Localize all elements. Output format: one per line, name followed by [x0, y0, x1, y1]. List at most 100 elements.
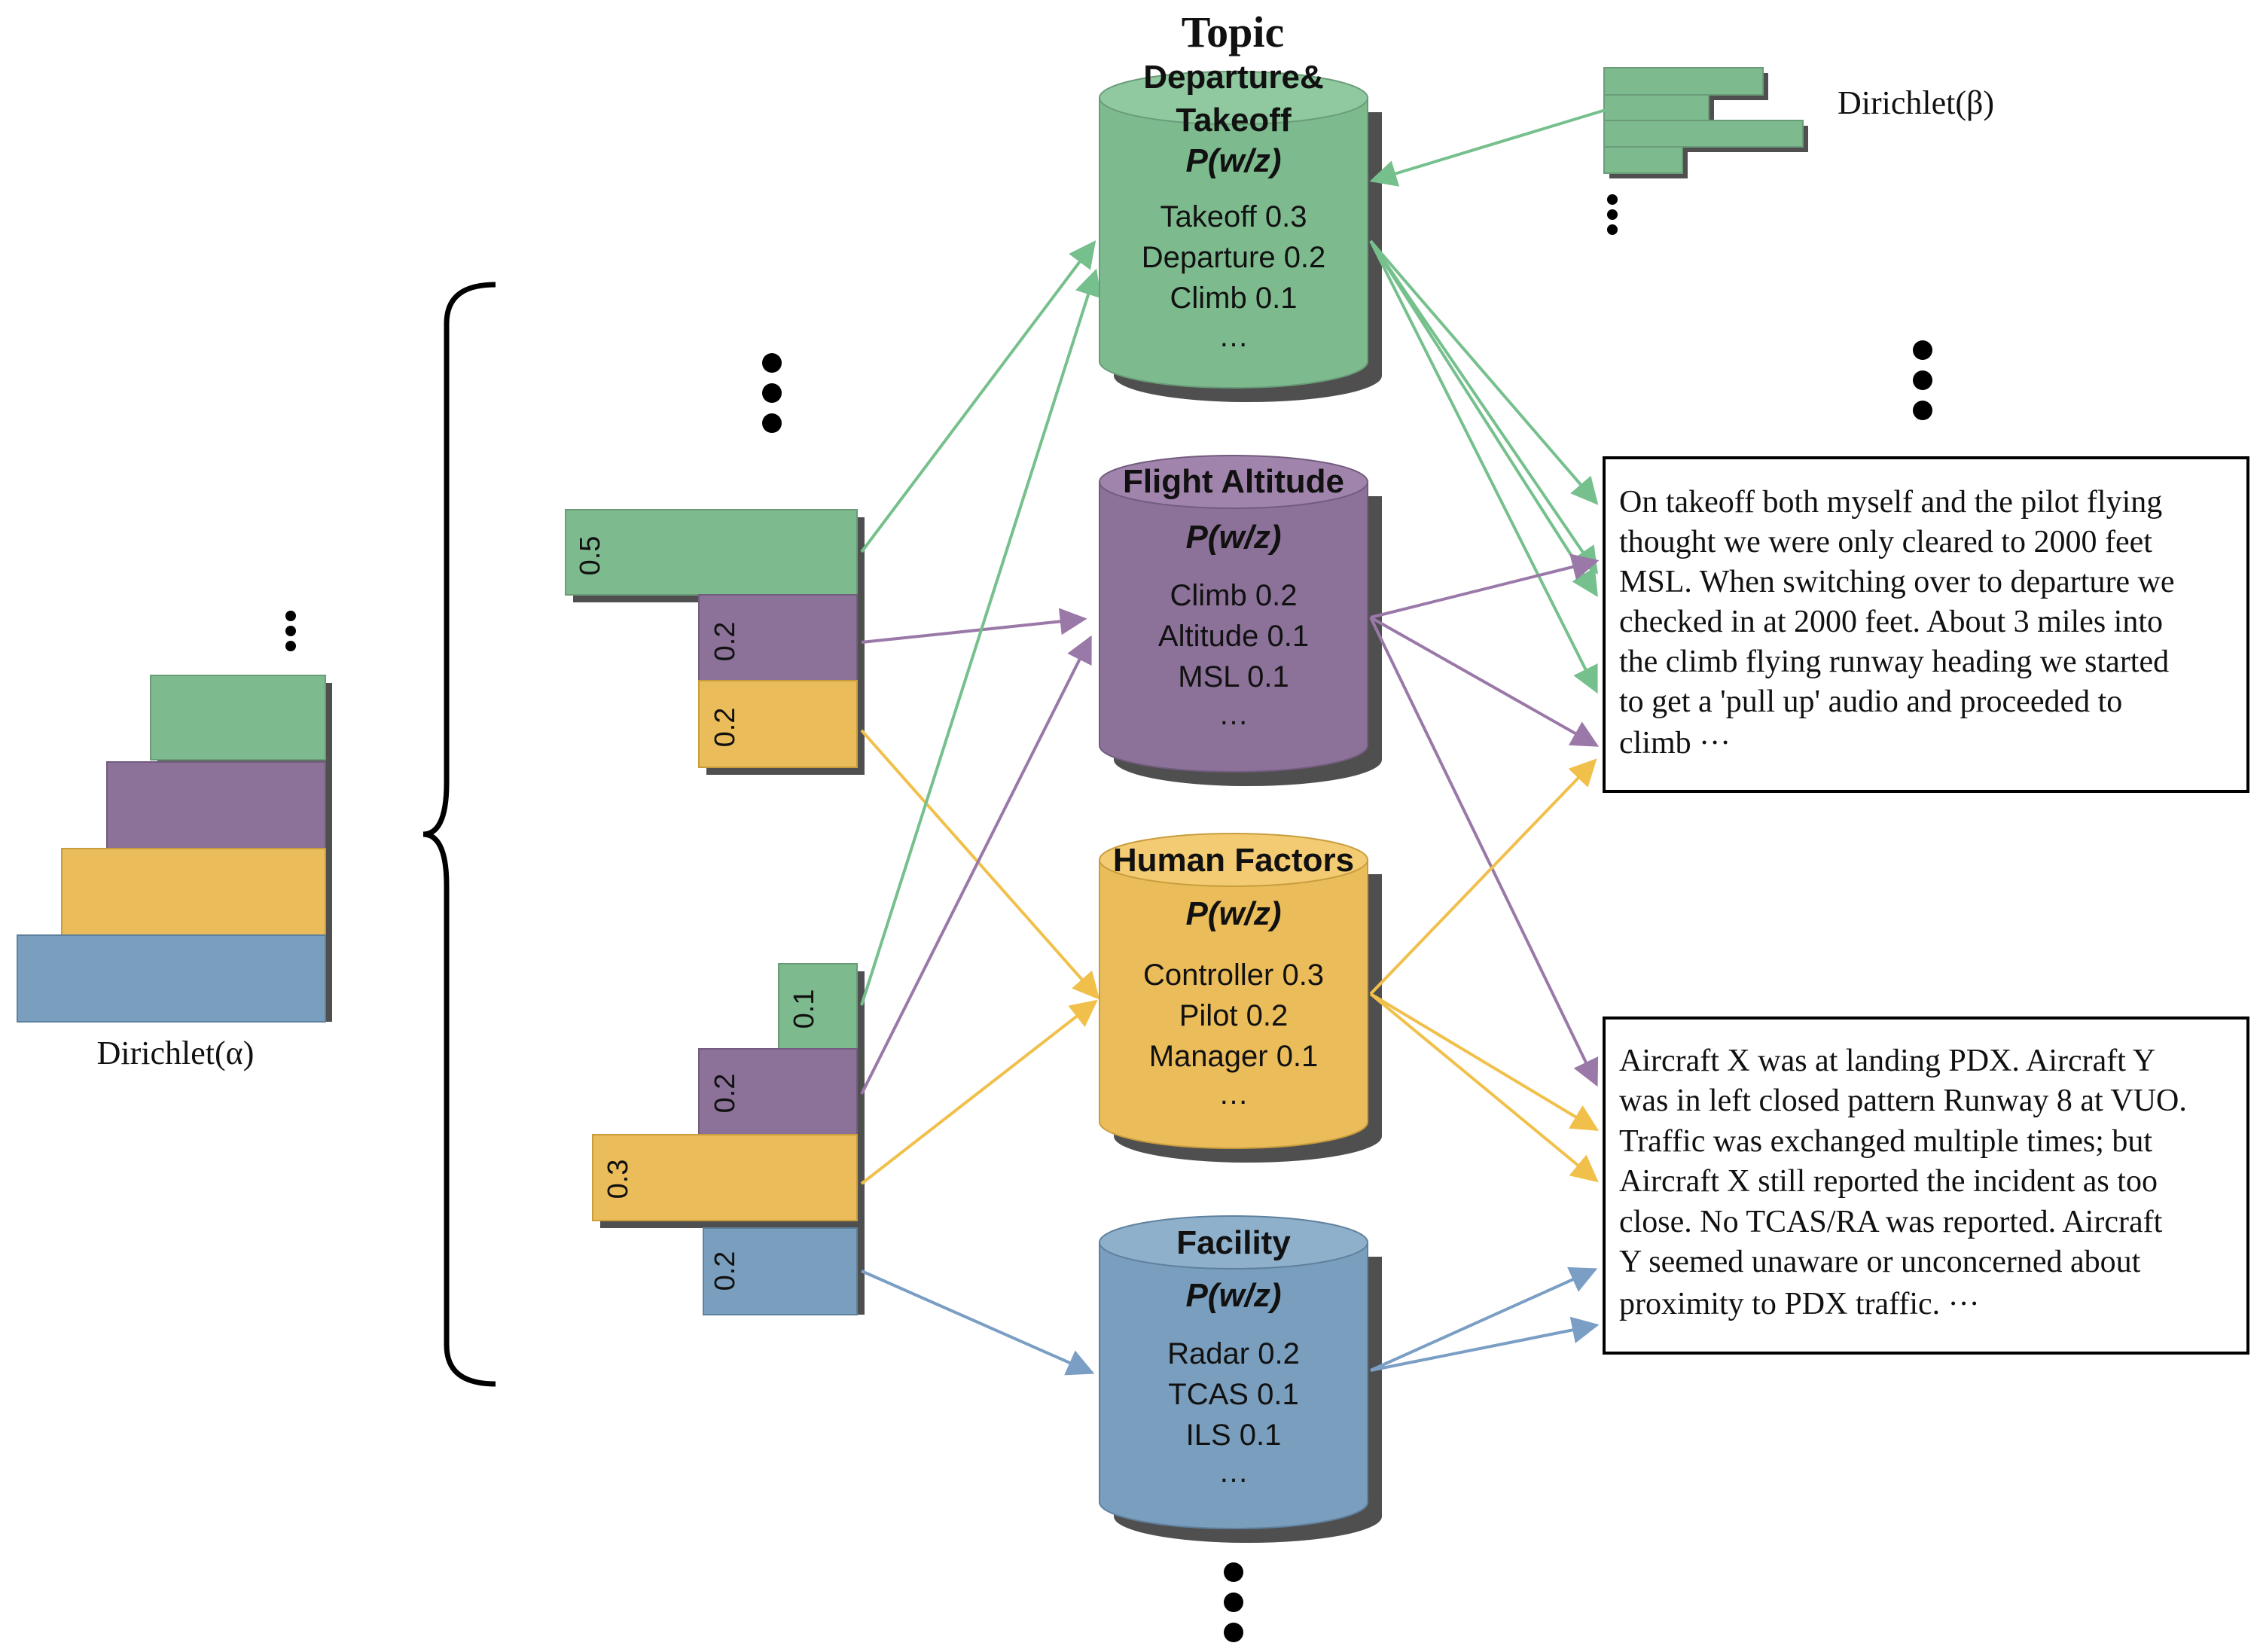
doc-topic-distribution-2: 0.1 0.2 0.3 0.2 [592, 963, 865, 1315]
alpha-ellipsis [285, 611, 296, 651]
doc2-line-2: was in left closed pattern Runway 8 at V… [1619, 1084, 2187, 1118]
arrow-purple-doc1-a [1370, 553, 1600, 619]
arrow-doc2-yellow [860, 999, 1098, 1185]
topic-green-word-3: Climb 0.1 [1170, 282, 1298, 315]
arrow-green-doc-c [1369, 239, 1598, 598]
document-box-1: On takeoff both myself and the pilot fly… [1603, 456, 2249, 793]
topic-cylinder-blue: Facility P(w/z) Radar 0.2 TCAS 0.1 ILS 0… [1099, 1215, 1382, 1543]
doc2-bar-green-value: 0.1 [788, 989, 820, 1029]
doc2-bar-purple [698, 1048, 858, 1135]
doc2-line-1: Aircraft X was at landing PDX. Aircraft … [1619, 1044, 2155, 1078]
arrow-yellow-doc1 [1369, 758, 1597, 995]
beta-bar-1 [1603, 67, 1764, 96]
topic-yellow-word-3: Manager 0.1 [1149, 1040, 1319, 1073]
dirichlet-alpha-label: Dirichlet(α) [97, 1035, 255, 1071]
doc1-line-3: MSL. When switching over to departure we [1619, 565, 2175, 599]
topic-green-pwz: P(w/z) [1185, 142, 1281, 179]
doc2-bar-purple-value: 0.2 [709, 1074, 741, 1114]
topics-ellipsis [1224, 1562, 1243, 1642]
topic-cylinder-yellow: Human Factors P(w/z) Controller 0.3 Pilo… [1099, 833, 1382, 1163]
doc2-bar-yellow-value: 0.3 [602, 1160, 634, 1199]
topic-purple-word-1: Climb 0.2 [1170, 579, 1298, 612]
topic-green-word-1: Takeoff 0.3 [1160, 200, 1307, 233]
topic-yellow-pwz: P(w/z) [1185, 895, 1281, 932]
dirichlet-alpha-bars [17, 675, 332, 1023]
doc1-bar-green [565, 509, 858, 596]
topic-cylinder-purple: Flight Altitude P(w/z) Climb 0.2 Altitud… [1099, 455, 1382, 786]
topic-yellow-word-2: Pilot 0.2 [1179, 999, 1289, 1032]
beta-ellipsis [1607, 194, 1618, 235]
doc2-line-3: Traffic was exchanged multiple times; bu… [1619, 1124, 2152, 1159]
curly-brace [422, 282, 496, 1387]
alpha-bar-blue [17, 934, 326, 1023]
arrow-purple-doc2 [1369, 617, 1599, 1087]
arrow-green-doc-d [1369, 240, 1598, 694]
dirichlet-beta-bars [1603, 67, 1808, 178]
topic-purple-title: Flight Altitude [1123, 463, 1344, 500]
doc1-bar-green-value: 0.5 [575, 536, 606, 576]
doc2-bar-yellow [592, 1134, 858, 1221]
doc1-bar-yellow [698, 680, 858, 768]
beta-bar-4 [1603, 146, 1683, 174]
topic-header: Topic [1182, 8, 1284, 56]
doc1-line-2: thought we were only cleared to 2000 fee… [1619, 525, 2152, 559]
topic-green-title-2: Takeoff [1176, 102, 1292, 139]
topic-purple-pwz: P(w/z) [1185, 519, 1281, 556]
topic-blue-title: Facility [1176, 1224, 1291, 1261]
topic-cylinder-green: Departure& Takeoff P(w/z) Takeoff 0.3 De… [1099, 59, 1382, 402]
arrow-doc1-green [860, 240, 1096, 553]
topic-green-word-2: Departure 0.2 [1142, 241, 1326, 274]
topic-blue-word-2: TCAS 0.1 [1168, 1378, 1298, 1411]
arrow-doc2-purple [860, 635, 1092, 1095]
topic-blue-word-3: ILS 0.1 [1186, 1419, 1282, 1452]
arrow-green-doc-b [1369, 239, 1599, 575]
doc1-line-4: checked in at 2000 feet. About 3 miles i… [1619, 605, 2163, 639]
doc1-line-6: to get a 'pull up' audio and proceeded t… [1619, 684, 2122, 719]
doc2-bar-blue-value: 0.2 [709, 1251, 741, 1291]
dirichlet-beta-label: Dirichlet(β) [1838, 84, 1994, 121]
topic-yellow-word-4: … [1218, 1077, 1249, 1111]
doc2-line-7: proximity to PDX traffic. ··· [1619, 1287, 1980, 1321]
doc2-bar-green [778, 963, 858, 1050]
topic-green-title-1: Departure& [1143, 59, 1324, 96]
topic-blue-pwz: P(w/z) [1185, 1277, 1281, 1314]
arrow-doc1-yellow [860, 729, 1100, 1000]
arrow-green-doc-a [1369, 239, 1599, 505]
topic-yellow-word-1: Controller 0.3 [1143, 959, 1324, 992]
alpha-bar-green [150, 675, 326, 760]
doc1-bar-purple-value: 0.2 [709, 622, 741, 662]
doc-to-topic-arrows [860, 240, 1102, 1376]
alpha-bar-purple [106, 761, 326, 849]
arrow-doc1-purple [861, 608, 1087, 644]
arrow-blue-doc2-a [1370, 1266, 1598, 1372]
doc2-line-4: Aircraft X still reported the incident a… [1619, 1164, 2158, 1199]
document-box-2: Aircraft X was at landing PDX. Aircraft … [1603, 1016, 2249, 1355]
topic-to-document-arrows [1369, 239, 1600, 1372]
topic-blue-word-1: Radar 0.2 [1167, 1337, 1300, 1370]
doc2-line-6: Y seemed unaware or unconcerned about [1619, 1245, 2141, 1279]
arrow-yellow-doc2-a [1369, 992, 1600, 1131]
arrow-doc2-blue [861, 1269, 1095, 1376]
doc1-bar-purple [698, 594, 858, 681]
alpha-bar-yellow [61, 848, 326, 936]
topic-green-word-4: … [1218, 320, 1249, 353]
topic-purple-word-3: MSL 0.1 [1178, 660, 1289, 693]
doc1-bar-yellow-value: 0.2 [709, 708, 741, 748]
doc1-line-1: On takeoff both myself and the pilot fly… [1619, 485, 2162, 520]
doc2-line-5: close. No TCAS/RA was reported. Aircraft [1619, 1205, 2163, 1239]
doc-topic-distribution-1: 0.5 0.2 0.2 [565, 509, 865, 775]
arrow-blue-doc2-b [1370, 1316, 1600, 1372]
topic-purple-word-2: Altitude 0.1 [1158, 620, 1309, 653]
topic-blue-word-4: … [1218, 1455, 1249, 1489]
arrow-doc2-green [860, 268, 1102, 1006]
beta-bar-3 [1603, 120, 1804, 148]
doc1-line-5: the climb flying runway heading we start… [1619, 645, 2169, 679]
topic-yellow-title: Human Factors [1113, 842, 1354, 879]
doc2-bar-blue [703, 1227, 858, 1315]
arrow-yellow-doc2-b [1369, 992, 1599, 1183]
doc1-line-7: climb ··· [1619, 726, 1731, 760]
beta-bar-2 [1603, 94, 1709, 121]
documents-ellipsis [762, 353, 782, 433]
arrow-beta-to-topic [1369, 108, 1606, 187]
